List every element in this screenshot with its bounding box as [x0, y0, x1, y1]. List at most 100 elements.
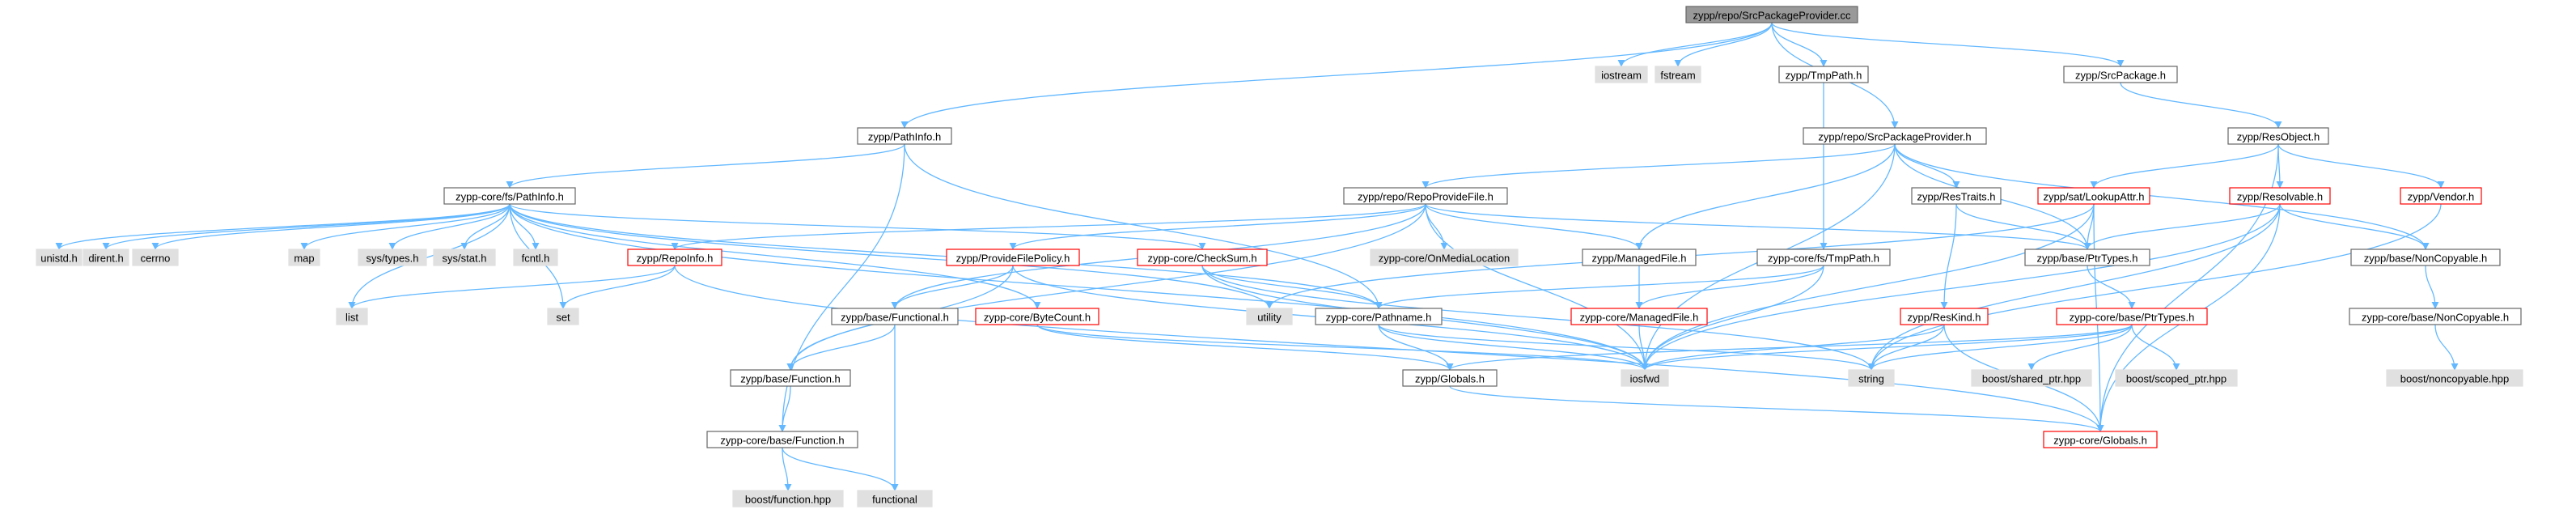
- node-box: [1803, 127, 1987, 145]
- graph-node-base-function[interactable]: zypp/base/Function.h: [730, 369, 851, 387]
- graph-node-core-globals[interactable]: zypp-core/Globals.h: [2043, 431, 2158, 448]
- edge-srcpackageprovider-h-to-base-noncopyable: [1894, 143, 2430, 250]
- edge-base-ptrtypes-to-core-base-ptrtypes: [2087, 265, 2136, 309]
- node-box: [83, 249, 129, 266]
- node-label: zypp-core/fs/TmpPath.h: [1768, 253, 1879, 265]
- edge-pathinfo-to-core-base-function: [778, 143, 905, 432]
- node-label: zypp/Resolvable.h: [2237, 191, 2323, 203]
- node-label: cerrno: [141, 253, 171, 265]
- node-label: fcntl.h: [522, 253, 550, 265]
- node-label: zypp/base/NonCopyable.h: [2364, 253, 2488, 265]
- node-label: utility: [1257, 312, 1282, 324]
- graph-node-fcntl: fcntl.h: [513, 249, 558, 266]
- graph-node-repoinfo[interactable]: zypp/RepoInfo.h: [627, 249, 722, 266]
- graph-node-core-base-function[interactable]: zypp-core/base/Function.h: [706, 431, 858, 448]
- edge-fs-pathinfo-to-sysstat: [460, 203, 511, 250]
- graph-node-fs-pathinfo[interactable]: zypp-core/fs/PathInfo.h: [443, 187, 576, 205]
- graph-node-srcpackageprovider-h[interactable]: zypp/repo/SrcPackageProvider.h: [1803, 127, 1987, 145]
- node-label: zypp-core/base/PtrTypes.h: [2070, 312, 2195, 324]
- edge-resobject-to-lookupattr: [2090, 143, 2279, 189]
- graph-node-bytecount[interactable]: zypp-core/ByteCount.h: [975, 308, 1099, 325]
- graph-node-base-noncopyable[interactable]: zypp/base/NonCopyable.h: [2350, 249, 2501, 266]
- node-box: [1595, 66, 1648, 83]
- graph-node-managedfile[interactable]: zypp/ManagedFile.h: [1582, 249, 1697, 266]
- graph-node-checksum[interactable]: zypp-core/CheckSum.h: [1137, 249, 1268, 266]
- node-label: zypp-core/Pathname.h: [1326, 312, 1432, 324]
- graph-node-pathinfo[interactable]: zypp/PathInfo.h: [857, 127, 952, 145]
- edge-fs-pathinfo-to-core-pathname: [509, 203, 1383, 309]
- edge-fs-pathinfo-to-iosfwd: [509, 203, 1649, 371]
- edge-root-to-srcpackage: [1771, 22, 2125, 67]
- graph-node-base-functional[interactable]: zypp/base/Functional.h: [831, 308, 959, 325]
- graph-node-boost-function: boost/function.hpp: [732, 490, 844, 508]
- node-box: [2349, 308, 2522, 325]
- edge-restraits-to-base-ptrtypes: [1955, 203, 2091, 250]
- node-box: [627, 249, 722, 266]
- node-box: [2056, 308, 2208, 325]
- node-box: [2227, 127, 2329, 145]
- graph-node-string: string: [1848, 369, 1895, 387]
- edge-fs-pathinfo-to-checksum: [509, 203, 1206, 250]
- edge-fs-tmppath-to-core-managedfile: [1635, 265, 1824, 309]
- node-box: [1402, 369, 1498, 387]
- edge-srcpackageprovider-h-to-repoprovidefile: [1421, 143, 1896, 189]
- node-label: zypp/SrcPackage.h: [2075, 70, 2166, 82]
- node-label: zypp-core/ManagedFile.h: [1580, 312, 1699, 324]
- edge-fs-pathinfo-to-utility: [509, 203, 1273, 309]
- node-box: [1370, 249, 1519, 266]
- node-label: iosfwd: [1630, 373, 1660, 385]
- node-box: [946, 249, 1080, 266]
- node-label: zypp-core/CheckSum.h: [1147, 253, 1256, 265]
- graph-node-restraits[interactable]: zypp/ResTraits.h: [1911, 187, 2002, 205]
- node-box: [358, 249, 427, 266]
- node-label: zypp/repo/SrcPackageProvider.h: [1818, 131, 1971, 143]
- edge-repoprovidefile-to-onmedialocation: [1425, 203, 1448, 250]
- node-label: iostream: [1601, 70, 1642, 82]
- edge-repoprovidefile-to-providefilepolicy: [1009, 203, 1426, 250]
- edge-resobject-to-core-globals: [2096, 143, 2279, 432]
- graph-node-resobject[interactable]: zypp/ResObject.h: [2227, 127, 2329, 145]
- graph-node-root[interactable]: zypp/repo/SrcPackageProvider.cc: [1685, 6, 1858, 23]
- edge-srcpackageprovider-h-to-managedfile: [1635, 143, 1896, 250]
- edge-checksum-to-string: [1201, 265, 1875, 371]
- node-box: [1778, 66, 1869, 83]
- node-box: [730, 369, 851, 387]
- graph-node-fstream: fstream: [1654, 66, 1701, 83]
- node-label: zypp/Vendor.h: [2408, 191, 2474, 203]
- edge-reskind-to-string: [1867, 324, 1945, 371]
- graph-node-repoprovidefile[interactable]: zypp/repo/RepoProvideFile.h: [1343, 187, 1508, 205]
- graph-node-reskind[interactable]: zypp/ResKind.h: [1900, 308, 1989, 325]
- graph-node-base-ptrtypes[interactable]: zypp/base/PtrTypes.h: [2024, 249, 2150, 266]
- graph-node-resolvable[interactable]: zypp/Resolvable.h: [2229, 187, 2331, 205]
- graph-node-lookupattr[interactable]: zypp/sat/LookupAttr.h: [2037, 187, 2150, 205]
- node-box: [36, 249, 83, 266]
- graph-node-core-base-noncopyable[interactable]: zypp-core/base/NonCopyable.h: [2349, 308, 2522, 325]
- edge-restraits-to-reskind: [1940, 203, 1957, 309]
- node-box: [975, 308, 1099, 325]
- graph-node-srcpackage[interactable]: zypp/SrcPackage.h: [2063, 66, 2178, 83]
- edge-fs-pathinfo-to-map: [300, 203, 511, 250]
- edge-fs-pathinfo-to-bytecount: [509, 203, 1041, 309]
- node-box: [1848, 369, 1895, 387]
- node-label: map: [294, 253, 314, 265]
- node-label: zypp-core/base/NonCopyable.h: [2362, 312, 2509, 324]
- edge-base-function-to-core-base-function: [778, 385, 791, 432]
- edge-base-noncopyable-to-core-base-noncopyable: [2425, 265, 2439, 309]
- graph-node-globals-h[interactable]: zypp/Globals.h: [1402, 369, 1498, 387]
- graph-node-core-managedfile[interactable]: zypp-core/ManagedFile.h: [1570, 308, 1708, 325]
- edge-root-to-tmppath: [1771, 22, 1828, 67]
- graph-node-providefilepolicy[interactable]: zypp/ProvideFilePolicy.h: [946, 249, 1080, 266]
- graph-node-vendor[interactable]: zypp/Vendor.h: [2400, 187, 2482, 205]
- edge-core-pathname-to-string: [1378, 324, 1875, 371]
- graph-node-dirent: dirent.h: [83, 249, 129, 266]
- graph-node-fs-tmppath[interactable]: zypp-core/fs/TmpPath.h: [1756, 249, 1891, 266]
- graph-node-core-pathname[interactable]: zypp-core/Pathname.h: [1315, 308, 1443, 325]
- edge-pathinfo-to-core-pathname: [904, 143, 1383, 309]
- graph-node-tmppath[interactable]: zypp/TmpPath.h: [1778, 66, 1869, 83]
- edge-core-base-function-to-boost-function: [782, 447, 792, 491]
- edge-root-to-iostream: [1617, 22, 1773, 67]
- node-box: [2229, 187, 2331, 205]
- node-label: zypp/base/Functional.h: [841, 312, 949, 324]
- graph-node-core-base-ptrtypes[interactable]: zypp-core/base/PtrTypes.h: [2056, 308, 2208, 325]
